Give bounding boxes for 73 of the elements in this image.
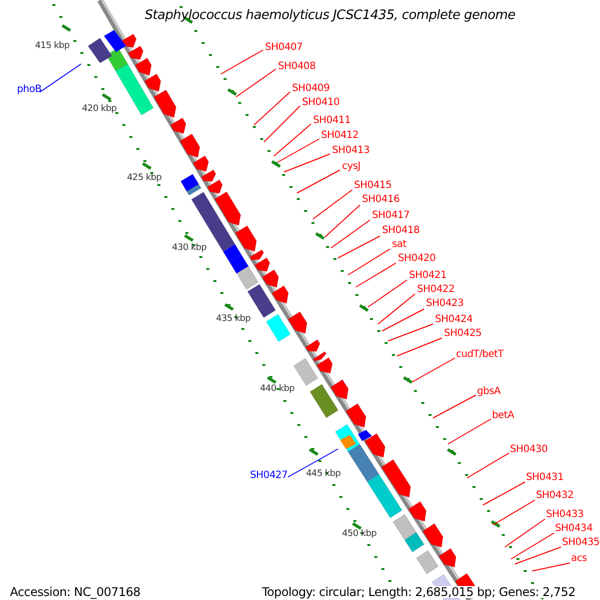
leader-line — [288, 448, 338, 478]
title: Staphylococcus haemolyticus JCSC1435, complete genome — [144, 10, 516, 22]
leader-line — [312, 190, 352, 220]
leader-line — [448, 418, 492, 444]
scale-label: 450 kbp — [342, 528, 377, 540]
gene-label: SH0407 — [265, 42, 303, 54]
leader-line — [388, 324, 434, 342]
gene-label: SH0422 — [417, 284, 455, 296]
scale-label: 435 kbp — [216, 313, 251, 325]
leader-line — [532, 562, 570, 572]
gene-label: SH0425 — [444, 328, 482, 340]
gene-label: SH0430 — [510, 444, 548, 456]
gene-label: SH0416 — [362, 194, 400, 206]
gene-label: betA — [492, 410, 514, 422]
leader-line — [40, 64, 82, 92]
scale-label: 430 kbp — [172, 242, 207, 254]
gene-label: sat — [392, 239, 406, 251]
gene-label: cysJ — [342, 161, 360, 173]
gene-label: acs — [571, 553, 587, 565]
leader-line — [482, 482, 526, 506]
leader-line — [254, 92, 290, 126]
leader-line — [274, 124, 312, 156]
leader-line — [236, 68, 276, 98]
gene-label: SH0418 — [382, 225, 420, 237]
gene-label: SH0413 — [332, 145, 370, 157]
leader-line — [338, 236, 380, 258]
leader-line — [296, 170, 340, 194]
scale-label: 415 kbp — [35, 40, 70, 52]
footer-text: Accession: NC_007168 — [10, 586, 140, 598]
gene-label: SH0421 — [409, 270, 447, 282]
scale-label: 425 kbp — [127, 172, 162, 184]
leader-line — [504, 518, 546, 548]
gene-label: SH0420 — [398, 253, 436, 265]
footer-text: Topology: circular; Length: 2,685,015 bp; Genes: 2,752 — [262, 586, 576, 598]
leader-line — [324, 204, 360, 238]
gene-label: SH0433 — [546, 509, 584, 521]
leader-line — [330, 220, 370, 248]
leader-line — [348, 248, 390, 276]
gene-label: SH0431 — [526, 472, 564, 484]
gene-label: SH0412 — [321, 130, 359, 142]
gene-label: SH0435 — [562, 537, 600, 549]
leader-line — [356, 262, 396, 288]
leader-line — [492, 500, 536, 526]
gene-label: SH0432 — [536, 490, 574, 502]
gene-label: SH0424 — [435, 314, 473, 326]
leader-line — [278, 138, 320, 162]
gene-label: cudT/betT — [456, 349, 504, 361]
leader-line — [220, 50, 264, 74]
leader-line — [514, 546, 562, 564]
leader-line — [368, 280, 408, 308]
gene-label: SH0434 — [555, 523, 593, 535]
leader-line — [432, 394, 476, 418]
leader-line — [284, 154, 330, 172]
leader-line — [412, 358, 456, 382]
gene-label: SH0415 — [354, 180, 392, 192]
gene-label: SH0427 — [250, 470, 288, 482]
gene-label: SH0423 — [426, 298, 464, 310]
scale-label: 445 kbp — [306, 468, 341, 480]
leader-line — [264, 106, 300, 142]
gene-label: SH0417 — [372, 210, 410, 222]
scale-label: 420 kbp — [82, 103, 117, 115]
leader-line — [396, 338, 442, 356]
gene-label: SH0410 — [302, 97, 340, 109]
leader-line — [466, 452, 510, 478]
gene-label: gbsA — [477, 386, 501, 398]
gene-label: SH0411 — [313, 115, 351, 127]
gene-label: SH0408 — [278, 61, 316, 73]
gene-label: phoB — [17, 84, 42, 96]
gene-label: SH0409 — [292, 83, 330, 95]
leader-line — [378, 294, 416, 324]
scale-label: 440 kbp — [260, 383, 295, 395]
leader-line — [510, 532, 554, 560]
leader-line — [382, 308, 424, 332]
